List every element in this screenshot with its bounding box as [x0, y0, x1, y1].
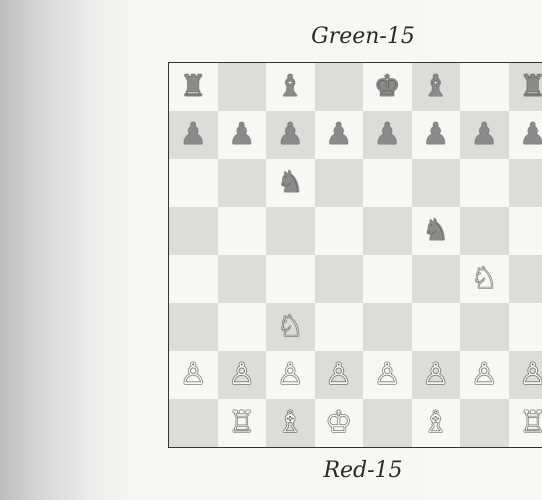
- green-bishop-icon[interactable]: ♝: [422, 72, 449, 102]
- board-square[interactable]: [315, 303, 364, 351]
- green-pawn-icon[interactable]: ♟: [228, 120, 255, 150]
- board-square[interactable]: ♘: [266, 303, 315, 351]
- board-square[interactable]: ♞: [412, 207, 461, 255]
- board-square[interactable]: [266, 255, 315, 303]
- board-square[interactable]: ♙: [266, 351, 315, 399]
- board-square[interactable]: ♟: [509, 111, 542, 159]
- board-square[interactable]: [218, 255, 267, 303]
- red-pawn-icon[interactable]: ♙: [180, 360, 207, 390]
- board-square[interactable]: ♚: [363, 63, 412, 111]
- board-square[interactable]: ♔: [315, 399, 364, 447]
- board-square[interactable]: ♙: [460, 351, 509, 399]
- board-square[interactable]: [363, 207, 412, 255]
- board-square[interactable]: ♜: [169, 63, 218, 111]
- green-bishop-icon[interactable]: ♝: [277, 72, 304, 102]
- board-square[interactable]: [169, 255, 218, 303]
- board-square[interactable]: ♙: [509, 351, 542, 399]
- green-pawn-icon[interactable]: ♟: [180, 120, 207, 150]
- board-square[interactable]: [218, 303, 267, 351]
- green-pawn-icon[interactable]: ♟: [374, 120, 401, 150]
- board-square[interactable]: [266, 207, 315, 255]
- board-square[interactable]: [412, 255, 461, 303]
- board-square[interactable]: ♗: [266, 399, 315, 447]
- board-square[interactable]: ♟: [266, 111, 315, 159]
- board-square[interactable]: [315, 255, 364, 303]
- board-square[interactable]: [460, 399, 509, 447]
- red-elephant-icon[interactable]: ♖: [228, 408, 255, 438]
- green-pawn-icon[interactable]: ♟: [277, 120, 304, 150]
- green-king-icon[interactable]: ♚: [374, 72, 401, 102]
- red-pawn-icon[interactable]: ♙: [325, 360, 352, 390]
- board-square[interactable]: ♟: [363, 111, 412, 159]
- green-pawn-icon[interactable]: ♟: [471, 120, 498, 150]
- board-square[interactable]: [169, 207, 218, 255]
- board-square[interactable]: ♝: [266, 63, 315, 111]
- board-square[interactable]: [460, 303, 509, 351]
- board-square[interactable]: ♙: [169, 351, 218, 399]
- green-pawn-icon[interactable]: ♟: [519, 120, 542, 150]
- green-knight-icon[interactable]: ♞: [422, 216, 449, 246]
- green-elephant-icon[interactable]: ♜: [519, 72, 542, 102]
- caption-bottom: Red-15: [168, 458, 542, 483]
- board-square[interactable]: ♙: [218, 351, 267, 399]
- board-square[interactable]: [412, 159, 461, 207]
- board-square[interactable]: [460, 159, 509, 207]
- chess-board[interactable]: ♜ ♝ ♚ ♝ ♜ ♟ ♟ ♟ ♟ ♟ ♟ ♟ ♟ ♞ ♞ ♘ ♘ ♙ ♙ ♙ ♙ ♙ ♙ ♙ ♙ ♖ ♗ ♔ ♗ ♖: [168, 62, 542, 448]
- board-square[interactable]: [315, 207, 364, 255]
- board-square[interactable]: ♟: [218, 111, 267, 159]
- board-square[interactable]: ♖: [218, 399, 267, 447]
- green-pawn-icon[interactable]: ♟: [325, 120, 352, 150]
- green-elephant-icon[interactable]: ♜: [180, 72, 207, 102]
- board-square[interactable]: [509, 159, 542, 207]
- board-square[interactable]: ♞: [266, 159, 315, 207]
- board-square[interactable]: ♝: [412, 63, 461, 111]
- board-square[interactable]: [169, 399, 218, 447]
- red-knight-icon[interactable]: ♘: [277, 312, 304, 342]
- red-pawn-icon[interactable]: ♙: [277, 360, 304, 390]
- board-square[interactable]: ♜: [509, 63, 542, 111]
- board-square[interactable]: ♗: [412, 399, 461, 447]
- board-square[interactable]: ♙: [412, 351, 461, 399]
- red-pawn-icon[interactable]: ♙: [374, 360, 401, 390]
- board-square[interactable]: [363, 399, 412, 447]
- board-square[interactable]: [315, 159, 364, 207]
- board-square[interactable]: ♟: [315, 111, 364, 159]
- red-king-icon[interactable]: ♔: [325, 408, 352, 438]
- board-square[interactable]: [412, 303, 461, 351]
- red-bishop-icon[interactable]: ♗: [277, 408, 304, 438]
- green-pawn-icon[interactable]: ♟: [422, 120, 449, 150]
- board-square[interactable]: [363, 303, 412, 351]
- board-square[interactable]: [315, 63, 364, 111]
- board-square[interactable]: ♟: [460, 111, 509, 159]
- board-square[interactable]: [218, 63, 267, 111]
- board-square[interactable]: [169, 303, 218, 351]
- red-pawn-icon[interactable]: ♙: [471, 360, 498, 390]
- board-square[interactable]: [218, 159, 267, 207]
- caption-top: Green-15: [168, 24, 542, 49]
- board-square[interactable]: [509, 255, 542, 303]
- red-pawn-icon[interactable]: ♙: [519, 360, 542, 390]
- board-square[interactable]: ♙: [363, 351, 412, 399]
- board-square[interactable]: ♖: [509, 399, 542, 447]
- board-square[interactable]: ♘: [460, 255, 509, 303]
- board-square[interactable]: ♙: [315, 351, 364, 399]
- red-knight-icon[interactable]: ♘: [471, 264, 498, 294]
- board-square[interactable]: [509, 303, 542, 351]
- board-square[interactable]: [460, 207, 509, 255]
- board-square[interactable]: [218, 207, 267, 255]
- board-square[interactable]: [363, 159, 412, 207]
- board-square[interactable]: ♟: [169, 111, 218, 159]
- board-square[interactable]: [460, 63, 509, 111]
- red-pawn-icon[interactable]: ♙: [422, 360, 449, 390]
- red-elephant-icon[interactable]: ♖: [519, 408, 542, 438]
- board-square[interactable]: [169, 159, 218, 207]
- red-pawn-icon[interactable]: ♙: [228, 360, 255, 390]
- red-bishop-icon[interactable]: ♗: [422, 408, 449, 438]
- green-knight-icon[interactable]: ♞: [277, 168, 304, 198]
- board-square[interactable]: ♟: [412, 111, 461, 159]
- board-square[interactable]: [509, 207, 542, 255]
- board-square[interactable]: [363, 255, 412, 303]
